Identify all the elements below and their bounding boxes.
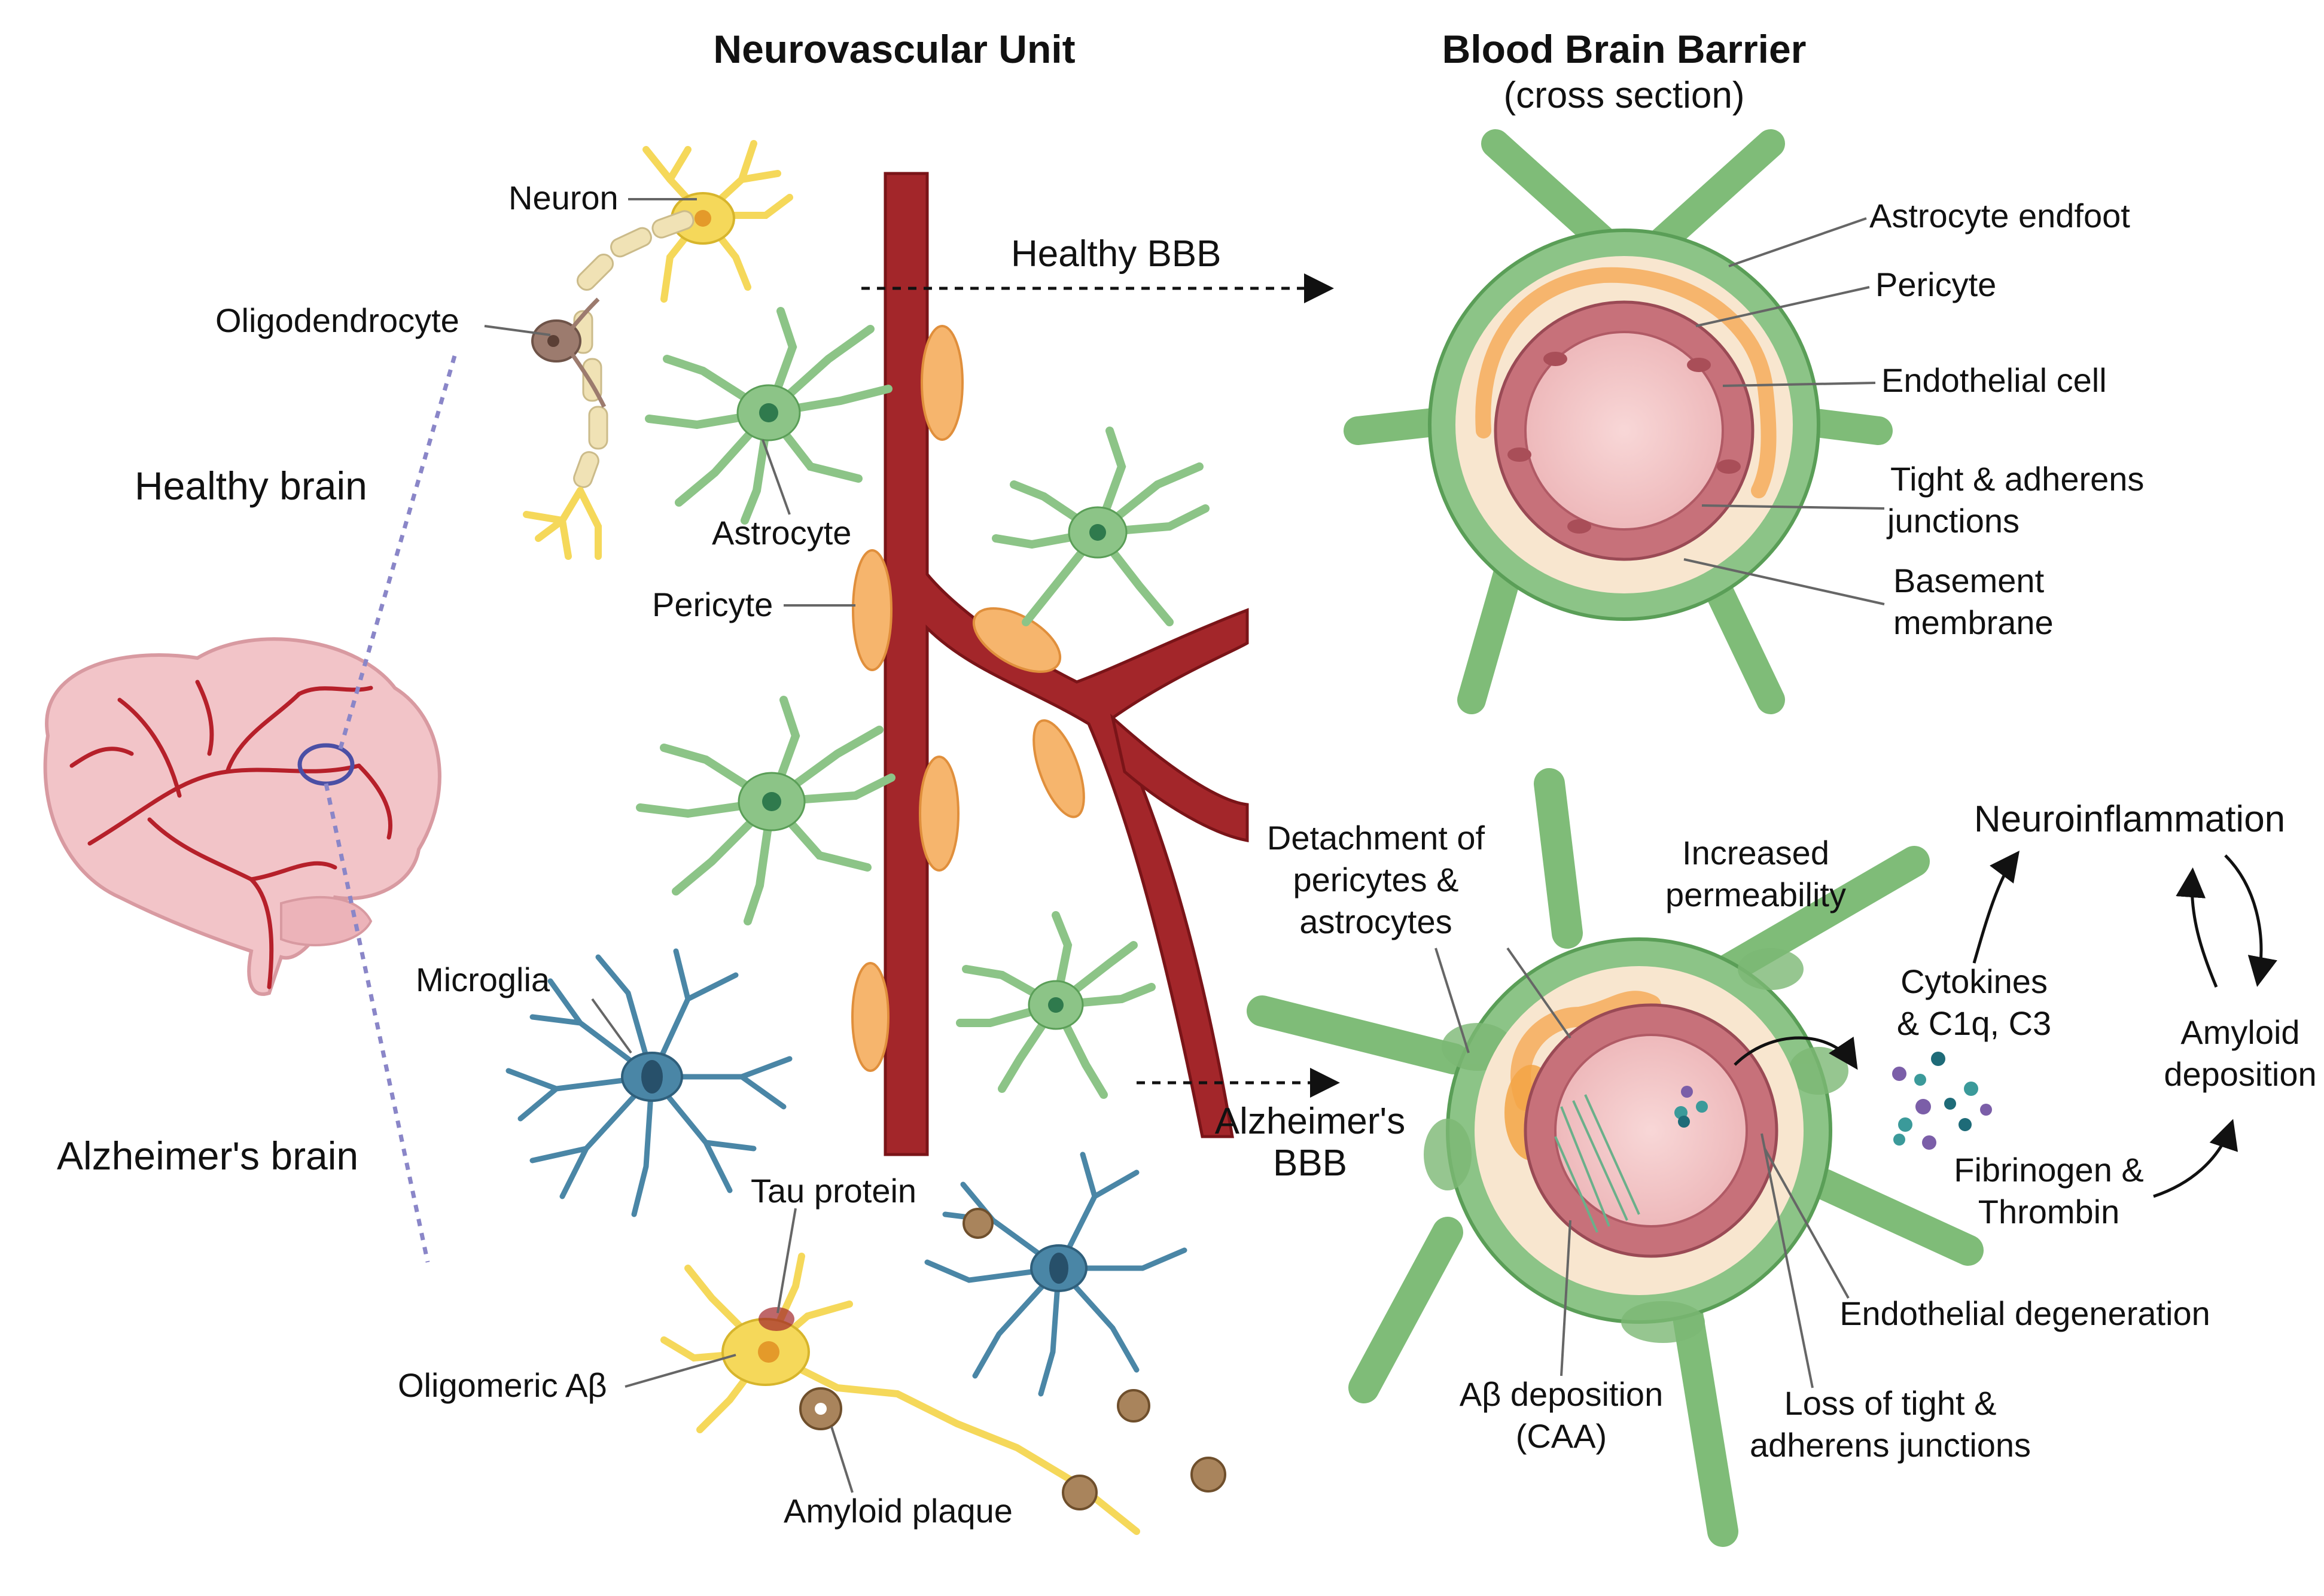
endothelial-degeneration-label: Endothelial degeneration	[1839, 1295, 2210, 1332]
permeability-label-1: Increased	[1682, 834, 1829, 872]
bbb-pericyte-label: Pericyte	[1875, 266, 1996, 303]
zoom-line-top	[337, 355, 457, 751]
detachment-label-2: pericytes &	[1293, 861, 1459, 898]
brain-illustration	[43, 637, 441, 996]
microglia-cells	[505, 948, 1187, 1397]
amyloid-plaque-label: Amyloid plaque	[784, 1492, 1013, 1530]
vessel-pericytes	[851, 325, 1085, 1072]
detachment-label-1: Detachment of	[1267, 819, 1485, 857]
healthy-brain-label: Healthy brain	[135, 464, 367, 508]
pericyte-label: Pericyte	[652, 586, 773, 623]
alzheimers-bbb-label-1: Alzheimer's	[1215, 1101, 1405, 1142]
permeability-label-2: permeability	[1665, 876, 1846, 913]
neurovascular-unit-title: Neurovascular Unit	[713, 27, 1075, 71]
loss-junctions-label-2: adherens junctions	[1750, 1426, 2031, 1464]
neuroinflammation-label: Neuroinflammation	[1974, 799, 2285, 840]
oligodendrocyte-cell	[531, 297, 607, 408]
cytokines-label-1: Cytokines	[1900, 963, 2048, 1000]
healthy-bbb-label: Healthy BBB	[1011, 233, 1222, 275]
leaked-particles	[1674, 1052, 1992, 1150]
alzheimers-bbb-cross-section	[1247, 768, 1984, 1547]
astrocyte-endfoot-label: Astrocyte endfoot	[1869, 197, 2130, 234]
amyloid-deposition-label-1: Amyloid	[2180, 1013, 2299, 1051]
basement-membrane-label-1: Basement	[1893, 562, 2045, 599]
amyloid-arrow	[2153, 1119, 2238, 1198]
zoom-line-bottom	[324, 783, 430, 1263]
cycle-arrow-down	[2224, 854, 2277, 987]
blood-brain-barrier-title: Blood Brain Barrier	[1442, 27, 1807, 71]
detachment-label-3: astrocytes	[1299, 903, 1452, 940]
leak-arrow	[1734, 1036, 1858, 1070]
alzheimers-neuron	[660, 1253, 1140, 1535]
neuroinflammation-arrow	[1972, 850, 2020, 964]
fibrinogen-label-1: Fibrinogen &	[1954, 1151, 2144, 1189]
oligodendrocyte-label: Oligodendrocyte	[215, 301, 459, 339]
cytokines-label-2: & C1q, C3	[1897, 1004, 2051, 1042]
loss-junctions-label-1: Loss of tight &	[1784, 1384, 1997, 1422]
astrocyte-label: Astrocyte	[712, 514, 851, 552]
amyloid-deposition-label-2: deposition	[2164, 1055, 2316, 1093]
alzheimers-bbb-label-2: BBB	[1273, 1143, 1347, 1184]
oligomeric-abeta-label: Oligomeric Aβ	[398, 1366, 607, 1404]
tau-protein-label: Tau protein	[751, 1172, 916, 1210]
astrocyte-cells	[636, 307, 1210, 1099]
microglia-label: Microglia	[416, 961, 550, 998]
amyloid-plaques	[799, 1208, 1226, 1510]
healthy-bbb-cross-section	[1344, 129, 1893, 714]
tight-junctions-label-1: Tight & adherens	[1890, 460, 2144, 498]
abeta-deposition-label-1: Aβ deposition	[1460, 1375, 1663, 1413]
blood-vessel	[884, 172, 1249, 1156]
basement-membrane-label-2: membrane	[1893, 604, 2054, 641]
tight-junctions-label-2: junctions	[1886, 502, 2020, 540]
neuron-label: Neuron	[508, 179, 619, 217]
fibrinogen-label-2: Thrombin	[1978, 1193, 2120, 1230]
endothelial-cell-label: Endothelial cell	[1881, 361, 2107, 399]
abeta-deposition-label-2: (CAA)	[1516, 1417, 1607, 1455]
cycle-arrow-up	[2176, 867, 2218, 988]
alzheimers-brain-label: Alzheimer's brain	[57, 1134, 358, 1178]
cross-section-subtitle: (cross section)	[1503, 75, 1744, 116]
